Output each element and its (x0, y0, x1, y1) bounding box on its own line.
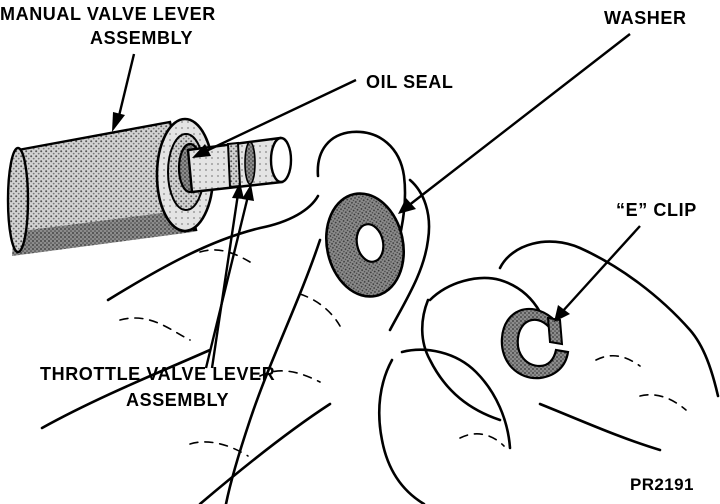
manual-valve-shaft-shadow (12, 210, 193, 256)
right-hand-crease-2 (639, 394, 687, 411)
left-hand-palm-outline (40, 194, 332, 504)
arrow-e-clip (554, 305, 570, 322)
manual-valve-lever-assembly (6, 117, 215, 256)
left-hand-crease-2 (259, 370, 321, 383)
label-washer: WASHER (604, 8, 687, 28)
arrow-washer (398, 198, 416, 214)
label-throttle-valve-lever-line2: ASSEMBLY (126, 390, 229, 410)
right-hand-palm-outline (377, 298, 662, 504)
left-hand-crease-5 (299, 293, 341, 327)
e-clip-tab (546, 316, 564, 346)
washer-hole (355, 223, 385, 263)
e-clip-body (500, 307, 570, 380)
throttle-shaft-groove (244, 141, 256, 185)
arrow-manual-valve (112, 112, 125, 132)
label-manual-valve-lever-line2: ASSEMBLY (90, 28, 193, 48)
figure-code: PR2191 (630, 475, 694, 494)
label-manual-valve-lever-line1: MANUAL VALVE LEVER (0, 4, 216, 24)
callout-labels: MANUAL VALVE LEVER ASSEMBLY OIL SEAL WAS… (0, 4, 697, 494)
leader-lines (112, 33, 641, 369)
manual-valve-shaft-end (6, 146, 30, 254)
leader-throttle-1 (204, 195, 250, 369)
leader-e-clip (561, 225, 641, 313)
label-e-clip: “E” CLIP (616, 200, 697, 220)
left-hand-crease-4 (199, 249, 251, 263)
left-hand-crease-3 (189, 441, 249, 457)
right-hand-index-finger (498, 240, 720, 398)
leader-throttle-2 (210, 193, 240, 369)
right-hand-crease-3 (459, 433, 505, 447)
leader-manual-valve (116, 53, 136, 121)
arrow-throttle-2 (232, 182, 244, 199)
washer (324, 192, 406, 298)
label-oil-seal: OIL SEAL (366, 72, 453, 92)
throttle-shaft-step (226, 141, 242, 189)
label-throttle-valve-lever-line1: THROTTLE VALVE LEVER (40, 364, 275, 384)
left-hand-index-finger (388, 178, 431, 332)
right-hand-illustration (377, 240, 720, 504)
e-clip (500, 307, 570, 380)
left-hand-crease-1 (119, 317, 191, 341)
left-hand-wrist-outline (224, 238, 322, 504)
right-hand-middle-finger (400, 348, 512, 450)
arrow-oil-seal (192, 144, 211, 158)
arrow-throttle-1 (242, 184, 254, 201)
right-hand-thumb (428, 276, 542, 314)
leader-washer (407, 33, 631, 207)
right-hand-crease-1 (595, 354, 641, 367)
leader-oil-seal (203, 78, 357, 154)
throttle-shaft-tip (269, 136, 293, 184)
